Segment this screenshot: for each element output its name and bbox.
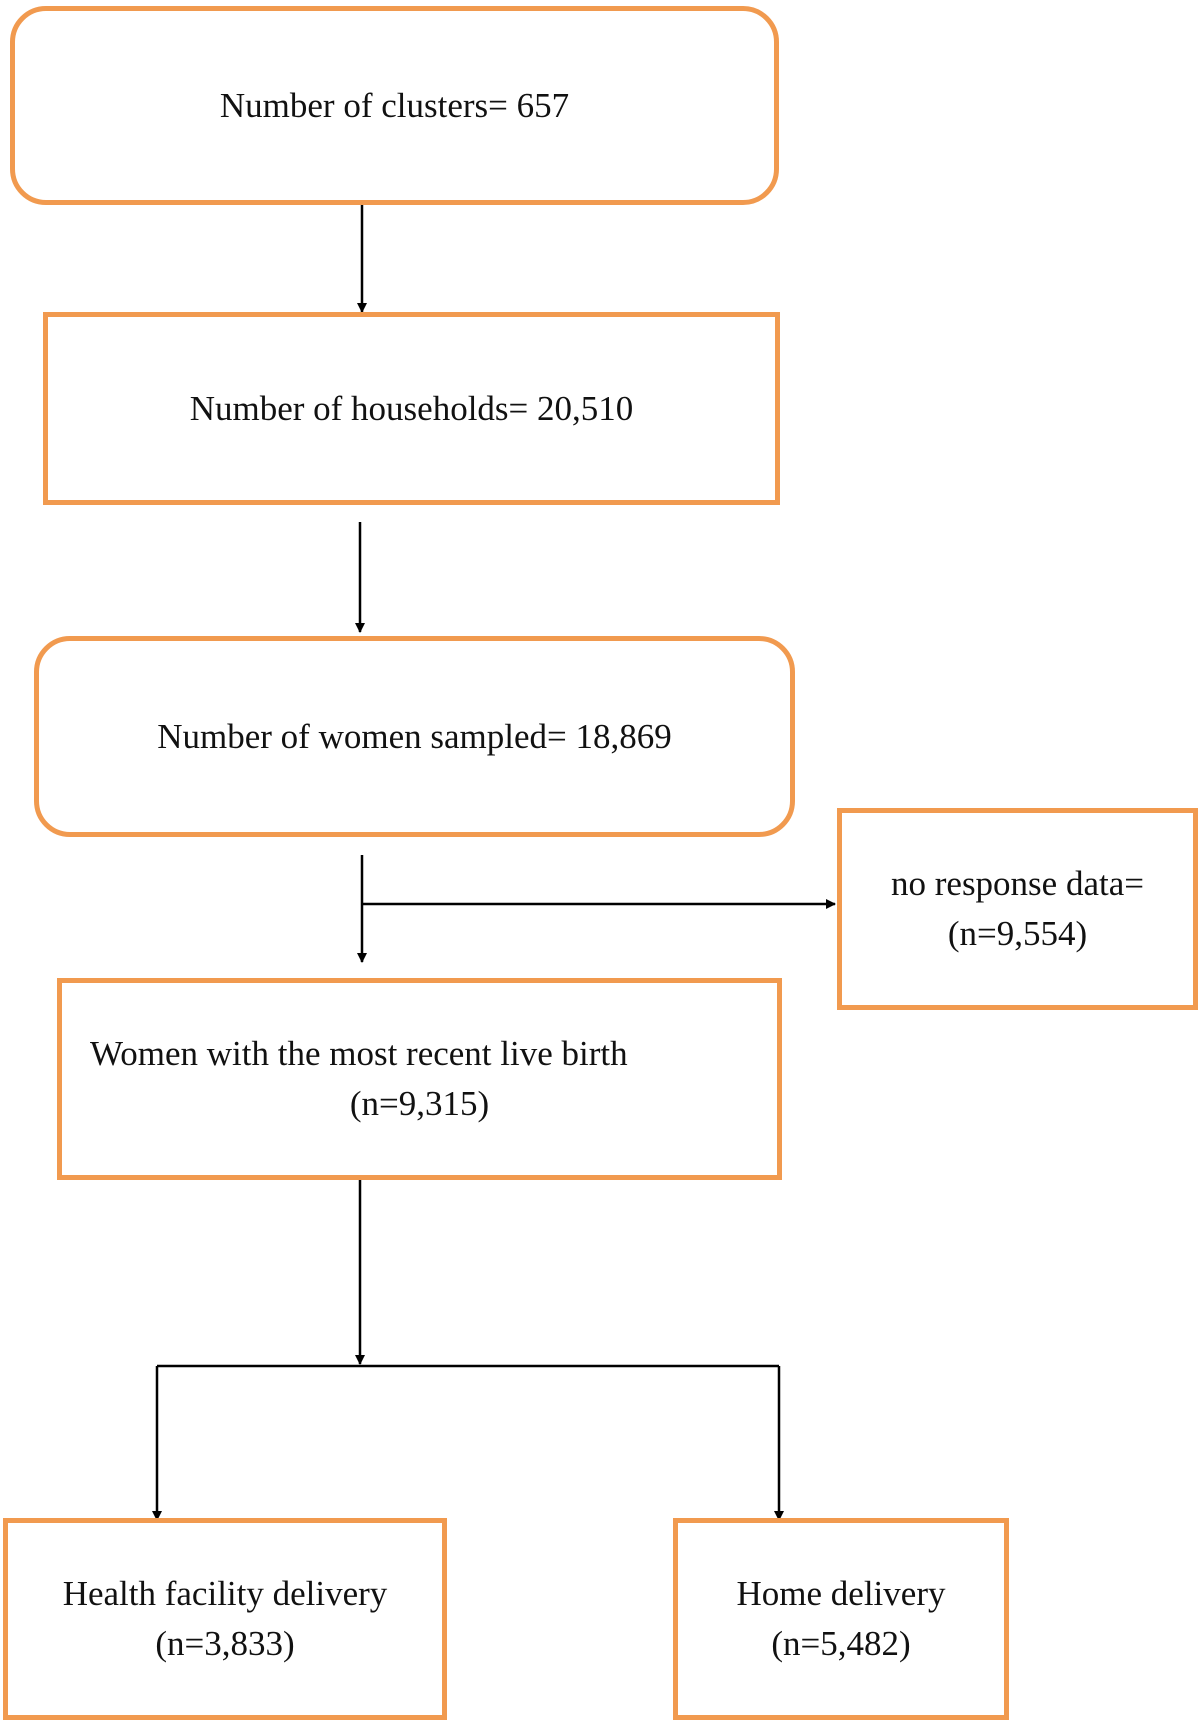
recent-birth-label: Women with the most recent live birth [90, 1034, 628, 1073]
clusters-box: Number of clusters= 657 [10, 6, 779, 205]
no-response-label: no response data= [891, 864, 1144, 903]
clusters-label: Number of clusters= 657 [219, 85, 570, 125]
no-response-box: no response data= (n=9,554) [837, 808, 1198, 1010]
facility-delivery-label: Health facility delivery [62, 1574, 388, 1613]
women-sampled-box: Number of women sampled= 18,869 [34, 636, 795, 837]
facility-delivery-box: Health facility delivery (n=3,833) [3, 1518, 447, 1720]
households-label: Number of households= 20,510 [189, 388, 634, 428]
no-response-count: (n=9,554) [947, 914, 1088, 953]
women-sampled-label: Number of women sampled= 18,869 [157, 716, 672, 756]
recent-birth-box: Women with the most recent live birth (n… [57, 978, 782, 1180]
home-delivery-count: (n=5,482) [771, 1624, 911, 1663]
facility-delivery-count: (n=3,833) [155, 1624, 295, 1663]
home-delivery-box: Home delivery (n=5,482) [673, 1518, 1009, 1720]
recent-birth-count: (n=9,315) [349, 1084, 490, 1123]
households-box: Number of households= 20,510 [43, 312, 780, 505]
home-delivery-label: Home delivery [736, 1574, 946, 1613]
